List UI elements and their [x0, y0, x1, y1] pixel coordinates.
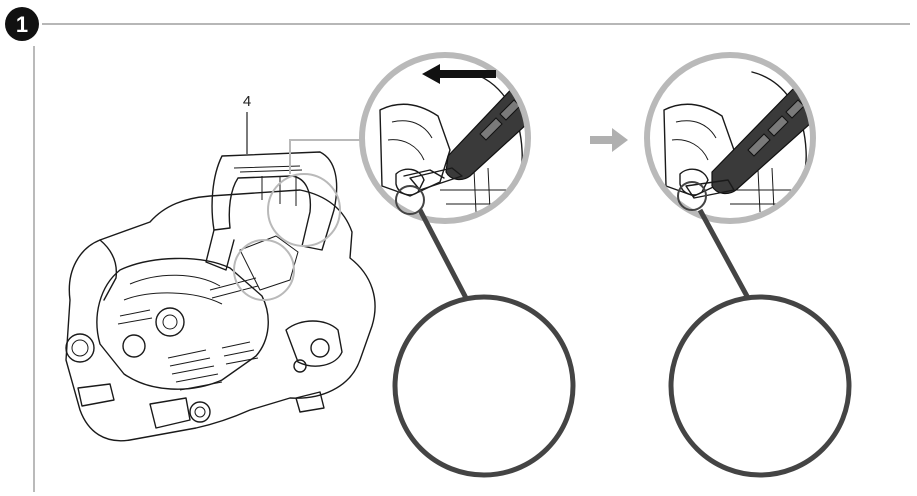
zoom-source-right: [233, 239, 295, 301]
zoom-connector: [289, 139, 362, 174]
step-badge-circle: [5, 7, 39, 41]
push-left-arrow: [422, 64, 496, 84]
zoom-source-left: [267, 173, 341, 247]
detail-view-before: [392, 294, 576, 478]
detail-leader-left: [417, 208, 469, 300]
detail-view-after: [668, 294, 852, 478]
next-step-arrow: [590, 128, 628, 152]
magnified-view-after: [644, 52, 816, 224]
step-number: 1: [16, 12, 28, 37]
magnified-view-before: [359, 52, 531, 224]
callout-label-4: 4: [243, 93, 251, 110]
step-badge: 1: [5, 7, 39, 41]
chainsaw-body: [65, 151, 376, 442]
detail-leader-right: [697, 208, 751, 300]
